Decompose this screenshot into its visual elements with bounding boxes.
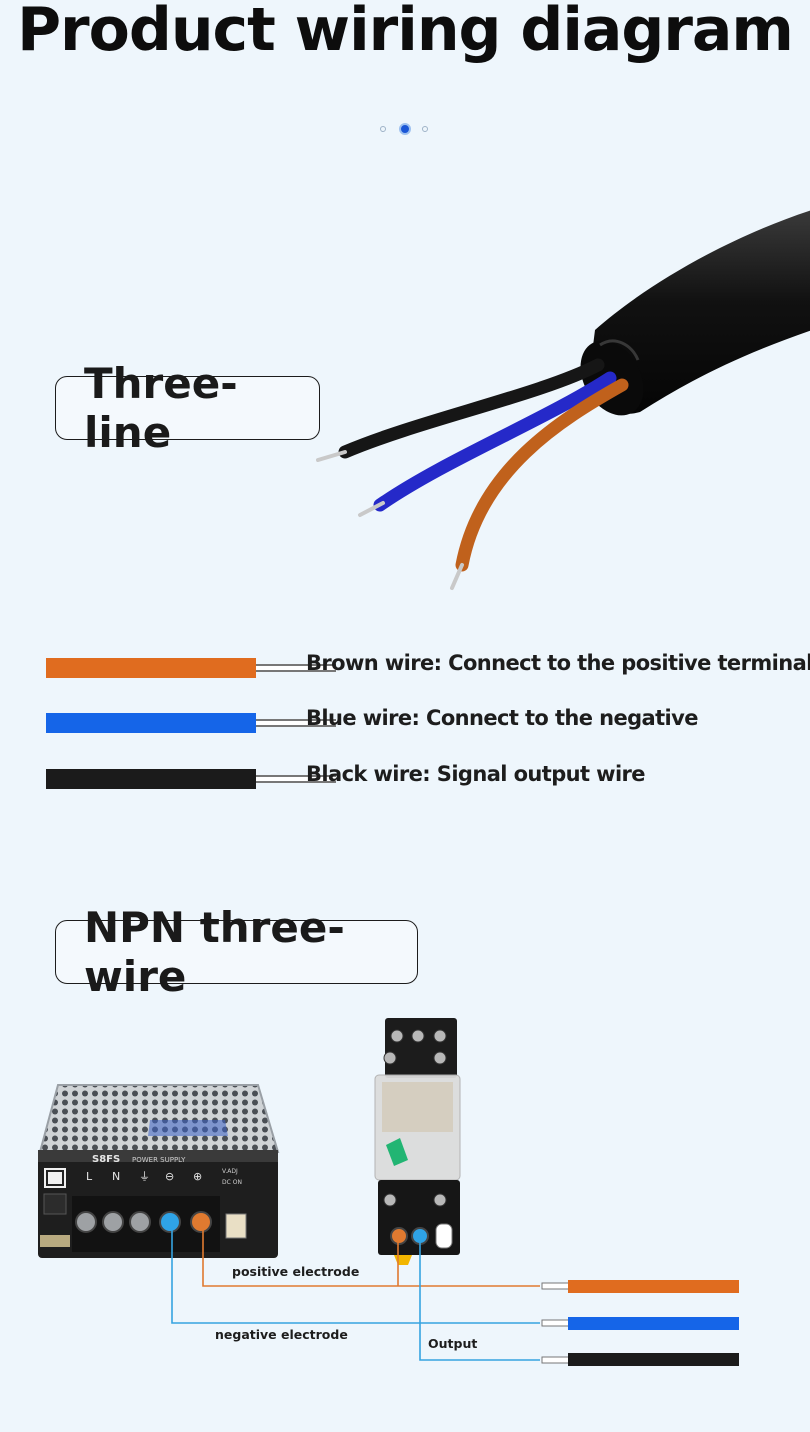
terminal-label-minus: ⊖ xyxy=(165,1170,174,1183)
sensor-wire-black xyxy=(541,1353,739,1366)
legend-wire-black xyxy=(46,769,256,789)
terminal-label-plus: ⊕ xyxy=(193,1170,202,1183)
page-title: Product wiring diagram xyxy=(17,0,794,65)
legend-text-blue: Blue wire: Connect to the negative xyxy=(306,706,698,730)
section-label-three-line: Three-line xyxy=(55,359,320,457)
cable-brown-wire xyxy=(450,378,629,590)
power-supply-adj-label: V.ADJ xyxy=(222,1168,238,1175)
power-supply-dc-label: DC ON xyxy=(222,1179,242,1186)
negative-electrode-label: negative electrode xyxy=(215,1327,348,1342)
legend-text-black: Black wire: Signal output wire xyxy=(306,762,646,786)
terminal-block xyxy=(72,1196,220,1252)
legend-wire-blue xyxy=(46,713,256,733)
legend-row-black: Black wire: Signal output wire xyxy=(46,762,766,790)
cable-illustration xyxy=(316,210,810,590)
legend-row-brown: Brown wire: Connect to the positive term… xyxy=(46,651,810,679)
npn-wiring-diagram: S8FS POWER SUPPLY V.ADJ DC ON L N ⏚ ⊖ ⊕ xyxy=(38,1018,739,1366)
legend-wire-tip xyxy=(256,775,336,783)
positive-electrode-label: positive electrode xyxy=(232,1264,359,1279)
power-supply-label: POWER SUPPLY xyxy=(132,1156,186,1164)
output-label: Output xyxy=(428,1336,477,1351)
carousel-dot-3[interactable] xyxy=(422,126,428,132)
terminal-label-n: N xyxy=(112,1170,120,1183)
output-line xyxy=(419,1240,540,1361)
legend-wire-tip xyxy=(256,719,336,727)
section-label-npn: NPN three-wire xyxy=(55,903,418,1001)
carousel-dot-1[interactable] xyxy=(380,126,386,132)
legend-wire-tip xyxy=(256,664,336,672)
legend-text-brown: Brown wire: Connect to the positive term… xyxy=(306,651,810,675)
positive-line xyxy=(202,1230,540,1287)
terminal-label-ground: ⏚ xyxy=(139,1170,150,1183)
legend-wire-brown xyxy=(46,658,256,678)
sensor-wire-brown xyxy=(541,1280,739,1293)
negative-line xyxy=(171,1230,540,1324)
power-supply-model: S8FS xyxy=(92,1154,120,1165)
carousel-indicator xyxy=(380,123,432,137)
sensor-wire-blue xyxy=(541,1317,739,1330)
cable-blue-wire xyxy=(358,371,617,517)
power-supply: S8FS POWER SUPPLY V.ADJ DC ON L N ⏚ ⊖ ⊕ xyxy=(38,1084,280,1258)
carousel-dot-2[interactable] xyxy=(399,123,411,135)
legend-row-blue: Blue wire: Connect to the negative xyxy=(46,706,766,734)
relay xyxy=(374,1018,461,1265)
terminal-label-l: L xyxy=(86,1170,93,1183)
cable-black-wire xyxy=(316,358,605,462)
